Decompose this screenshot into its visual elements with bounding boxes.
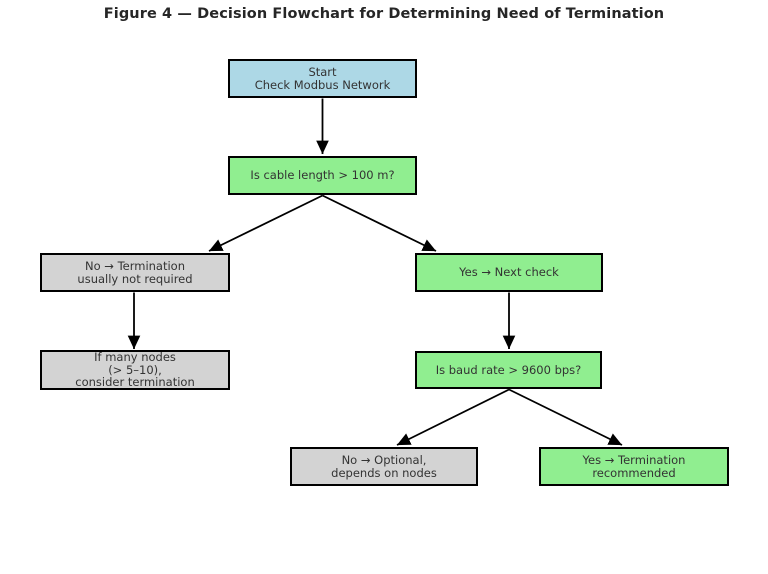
node-optional-line2: depends on nodes xyxy=(331,465,437,480)
node-yes-next-check: Yes → Next check xyxy=(415,253,603,292)
arrow-cable-to-no-term xyxy=(208,194,323,252)
node-no-termination: No → Termination usually not required xyxy=(40,253,230,292)
node-recommended-line1: Yes → Termination xyxy=(582,452,686,467)
node-baud-rate-label: Is baud rate > 9600 bps? xyxy=(435,362,582,377)
node-start-line2: Check Modbus Network xyxy=(254,77,391,92)
node-no-termination-line1: No → Termination xyxy=(84,258,186,273)
arrow-baud-to-recommended xyxy=(508,388,623,446)
node-recommended-line2: recommended xyxy=(592,465,676,480)
node-optional-line1: No → Optional, xyxy=(341,452,427,467)
node-cable-length-decision: Is cable length > 100 m? xyxy=(228,156,417,195)
arrow-baud-to-optional xyxy=(396,388,510,446)
node-many-nodes-line1: If many nodes xyxy=(94,349,176,364)
node-many-nodes: If many nodes (> 5–10), consider termina… xyxy=(40,350,230,390)
node-optional-termination: No → Optional, depends on nodes xyxy=(290,447,478,486)
node-many-nodes-line2: (> 5–10), xyxy=(108,362,162,377)
node-start: Start Check Modbus Network xyxy=(228,59,417,98)
node-baud-rate-decision: Is baud rate > 9600 bps? xyxy=(415,351,602,389)
figure-title: Figure 4 — Decision Flowchart for Determ… xyxy=(103,6,665,22)
node-no-termination-line2: usually not required xyxy=(77,271,193,286)
node-yes-next-check-label: Yes → Next check xyxy=(459,265,559,280)
node-cable-length-label: Is cable length > 100 m? xyxy=(250,168,395,183)
arrow-cable-to-yes-next xyxy=(322,194,437,252)
node-many-nodes-line3: consider termination xyxy=(75,375,195,390)
node-start-line1: Start xyxy=(308,64,337,79)
node-termination-recommended: Yes → Termination recommended xyxy=(539,447,729,486)
